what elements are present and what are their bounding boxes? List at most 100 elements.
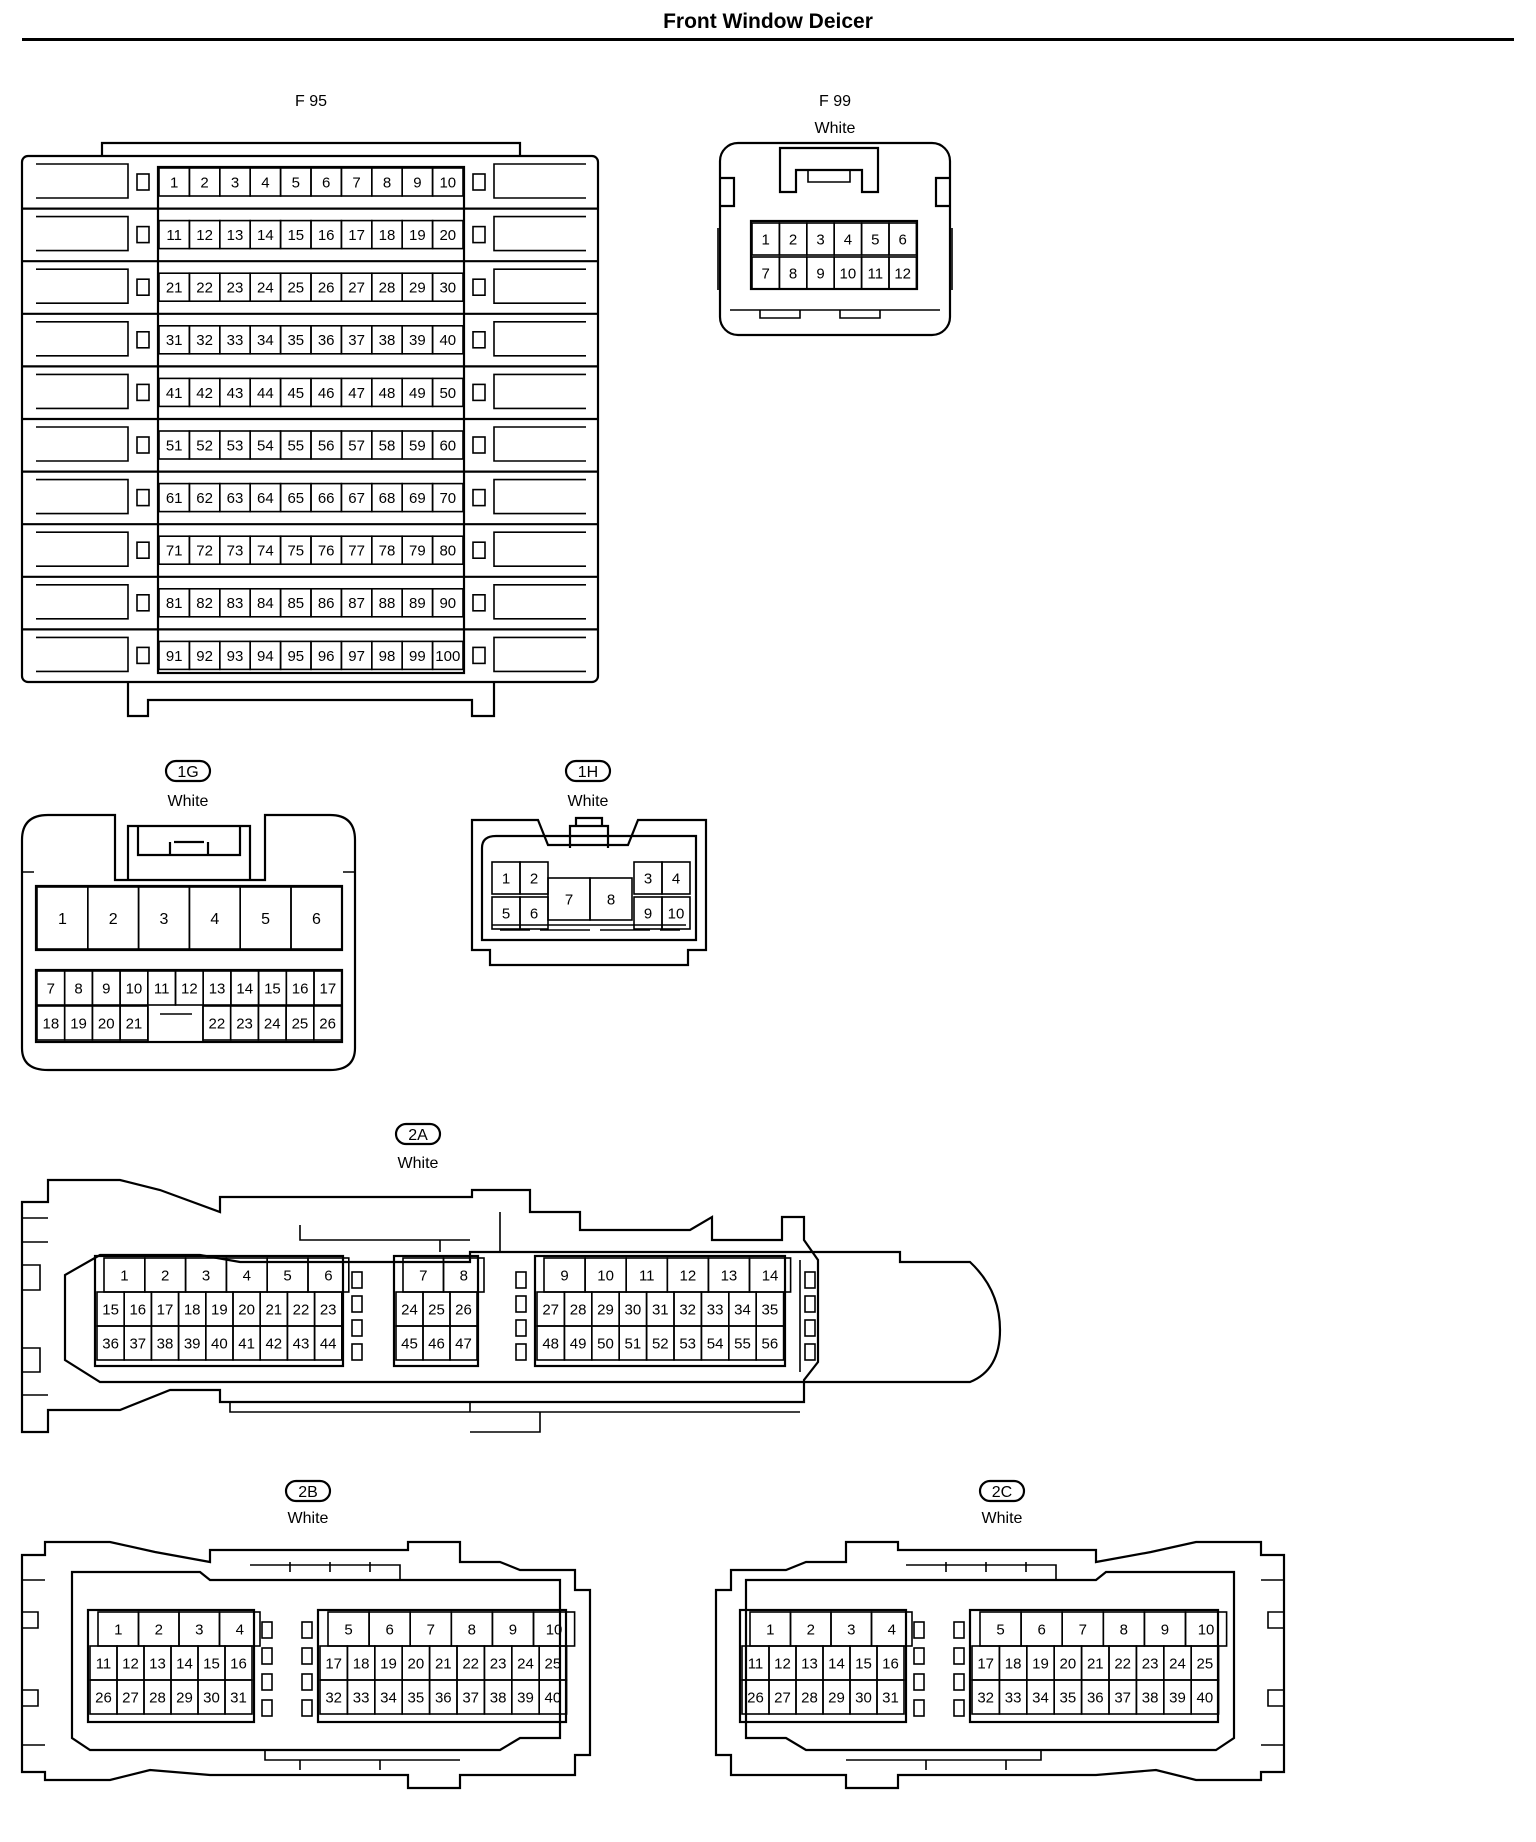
pin-2b-13: 13 xyxy=(143,1645,172,1681)
svg-text:4: 4 xyxy=(261,174,269,191)
pin-f95-36: 36 xyxy=(310,324,343,355)
svg-text:5: 5 xyxy=(292,174,300,191)
pin-f99-6: 6 xyxy=(888,222,918,256)
svg-text:9: 9 xyxy=(1161,1621,1169,1638)
pin-2b-2: 2 xyxy=(137,1611,180,1647)
pin-f95-98: 98 xyxy=(370,640,403,671)
svg-text:2: 2 xyxy=(530,870,538,887)
svg-text:28: 28 xyxy=(801,1689,818,1706)
pin-2c-35: 35 xyxy=(1053,1679,1083,1715)
pin-2c-27: 27 xyxy=(768,1679,797,1715)
svg-text:12: 12 xyxy=(196,227,213,244)
pin-f95-84: 84 xyxy=(249,587,282,618)
pin-2a-33: 33 xyxy=(700,1291,730,1327)
svg-text:24: 24 xyxy=(1169,1655,1186,1672)
svg-text:15: 15 xyxy=(287,227,304,244)
svg-text:19: 19 xyxy=(70,1015,87,1032)
pin-2a-41: 41 xyxy=(232,1325,262,1361)
pin-f95-77: 77 xyxy=(340,535,373,566)
pin-2c-30: 30 xyxy=(849,1679,878,1715)
pin-2c-9: 9 xyxy=(1143,1611,1187,1647)
svg-text:38: 38 xyxy=(157,1335,174,1352)
svg-text:39: 39 xyxy=(517,1689,534,1706)
svg-text:28: 28 xyxy=(570,1301,587,1318)
pin-f95-37: 37 xyxy=(340,324,373,355)
svg-text:55: 55 xyxy=(734,1335,751,1352)
svg-text:5: 5 xyxy=(344,1621,352,1638)
pin-f95-75: 75 xyxy=(279,535,312,566)
svg-text:6: 6 xyxy=(312,911,321,928)
svg-text:22: 22 xyxy=(196,280,213,297)
pin-f95-70: 70 xyxy=(431,482,464,513)
svg-text:23: 23 xyxy=(1142,1655,1159,1672)
svg-text:19: 19 xyxy=(409,227,426,244)
svg-text:15: 15 xyxy=(102,1301,119,1318)
svg-text:16: 16 xyxy=(230,1655,247,1672)
pin-1g-7: 7 xyxy=(36,970,66,1006)
pin-f99-9: 9 xyxy=(805,256,835,290)
pin-2a-53: 53 xyxy=(673,1325,703,1361)
svg-text:21: 21 xyxy=(166,280,183,297)
pin-2b-1: 1 xyxy=(97,1611,140,1647)
svg-text:3: 3 xyxy=(195,1621,203,1638)
pin-f95-24: 24 xyxy=(249,272,282,303)
svg-text:34: 34 xyxy=(380,1689,397,1706)
pin-1g-20: 20 xyxy=(91,1005,121,1041)
pin-f95-17: 17 xyxy=(340,219,373,250)
pin-f95-86: 86 xyxy=(310,587,343,618)
pin-f95-46: 46 xyxy=(310,377,343,408)
svg-text:13: 13 xyxy=(801,1655,818,1672)
svg-text:4: 4 xyxy=(243,1267,251,1284)
svg-text:1: 1 xyxy=(114,1621,122,1638)
svg-text:83: 83 xyxy=(227,595,244,612)
pin-f95-44: 44 xyxy=(249,377,282,408)
svg-text:16: 16 xyxy=(129,1301,146,1318)
svg-text:17: 17 xyxy=(157,1301,174,1318)
pin-1g-3: 3 xyxy=(137,886,191,950)
pin-2a-36: 36 xyxy=(96,1325,126,1361)
pin-f95-78: 78 xyxy=(370,535,403,566)
pin-2b-40: 40 xyxy=(538,1679,568,1715)
svg-text:37: 37 xyxy=(462,1689,479,1706)
pin-2b-23: 23 xyxy=(483,1645,513,1681)
svg-text:85: 85 xyxy=(287,595,304,612)
pin-f95-62: 62 xyxy=(188,482,221,513)
svg-text:7: 7 xyxy=(352,174,360,191)
svg-text:11: 11 xyxy=(154,980,170,997)
svg-text:39: 39 xyxy=(184,1335,201,1352)
pin-2a-45: 45 xyxy=(395,1325,424,1361)
svg-text:59: 59 xyxy=(409,437,426,454)
svg-text:38: 38 xyxy=(1142,1689,1159,1706)
pin-1g-5: 5 xyxy=(239,886,292,950)
svg-text:26: 26 xyxy=(747,1689,764,1706)
svg-text:42: 42 xyxy=(265,1335,282,1352)
svg-text:35: 35 xyxy=(408,1689,425,1706)
pin-f95-81: 81 xyxy=(158,587,191,618)
svg-text:20: 20 xyxy=(98,1015,115,1032)
svg-text:12: 12 xyxy=(774,1655,791,1672)
svg-text:17: 17 xyxy=(977,1655,994,1672)
pin-f95-27: 27 xyxy=(340,272,373,303)
svg-text:86: 86 xyxy=(318,595,335,612)
pin-2c-32: 32 xyxy=(971,1679,1001,1715)
svg-text:27: 27 xyxy=(542,1301,559,1318)
svg-text:38: 38 xyxy=(379,332,396,349)
svg-text:4: 4 xyxy=(236,1621,244,1638)
svg-text:72: 72 xyxy=(196,543,213,560)
pin-f95-61: 61 xyxy=(158,482,191,513)
svg-text:26: 26 xyxy=(319,1015,336,1032)
svg-text:25: 25 xyxy=(292,1015,309,1032)
pin-f95-43: 43 xyxy=(219,377,252,408)
svg-text:32: 32 xyxy=(196,332,213,349)
pin-f95-59: 59 xyxy=(401,430,434,460)
svg-text:15: 15 xyxy=(855,1655,872,1672)
pin-2b-11: 11 xyxy=(89,1645,118,1681)
svg-text:17: 17 xyxy=(320,980,337,997)
svg-text:31: 31 xyxy=(882,1689,899,1706)
svg-text:21: 21 xyxy=(265,1301,282,1318)
svg-text:29: 29 xyxy=(176,1689,193,1706)
svg-text:50: 50 xyxy=(597,1335,614,1352)
pin-f95-3: 3 xyxy=(219,167,252,197)
pin-2b-3: 3 xyxy=(178,1611,221,1647)
